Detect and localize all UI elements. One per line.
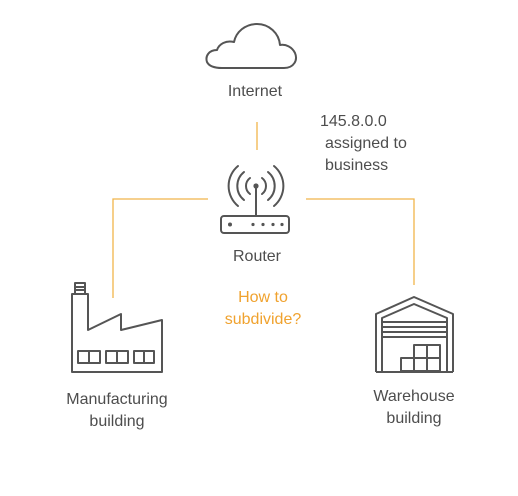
manufacturing-label-line1: Manufacturing	[66, 391, 168, 408]
router-label: Router	[232, 248, 282, 265]
warehouse-label: Warehouse building	[349, 386, 479, 430]
factory-icon	[71, 282, 163, 373]
question-line1: How to	[238, 289, 288, 306]
address-assignment-note: 145.8.0.0 assigned to business	[320, 111, 470, 177]
warehouse-label-line1: Warehouse	[373, 388, 455, 405]
connector-lines	[112, 122, 415, 298]
internet-label: Internet	[227, 83, 283, 100]
address-note-line2: assigned to	[325, 135, 407, 152]
router-icon	[220, 165, 290, 234]
cloud-icon	[205, 23, 297, 69]
subdivide-question: How to subdivide?	[203, 287, 323, 331]
question-line2: subdivide?	[224, 311, 302, 328]
address-note-line3: business	[325, 157, 389, 174]
manufacturing-label-line2: building	[89, 413, 145, 430]
warehouse-label-line2: building	[386, 410, 442, 427]
manufacturing-label: Manufacturing building	[47, 389, 187, 433]
router-warehouse-connector	[306, 198, 415, 285]
warehouse-icon	[375, 296, 454, 373]
address-value: 145.8.0.0	[320, 113, 387, 130]
router-manufacturing-connector	[112, 198, 208, 298]
